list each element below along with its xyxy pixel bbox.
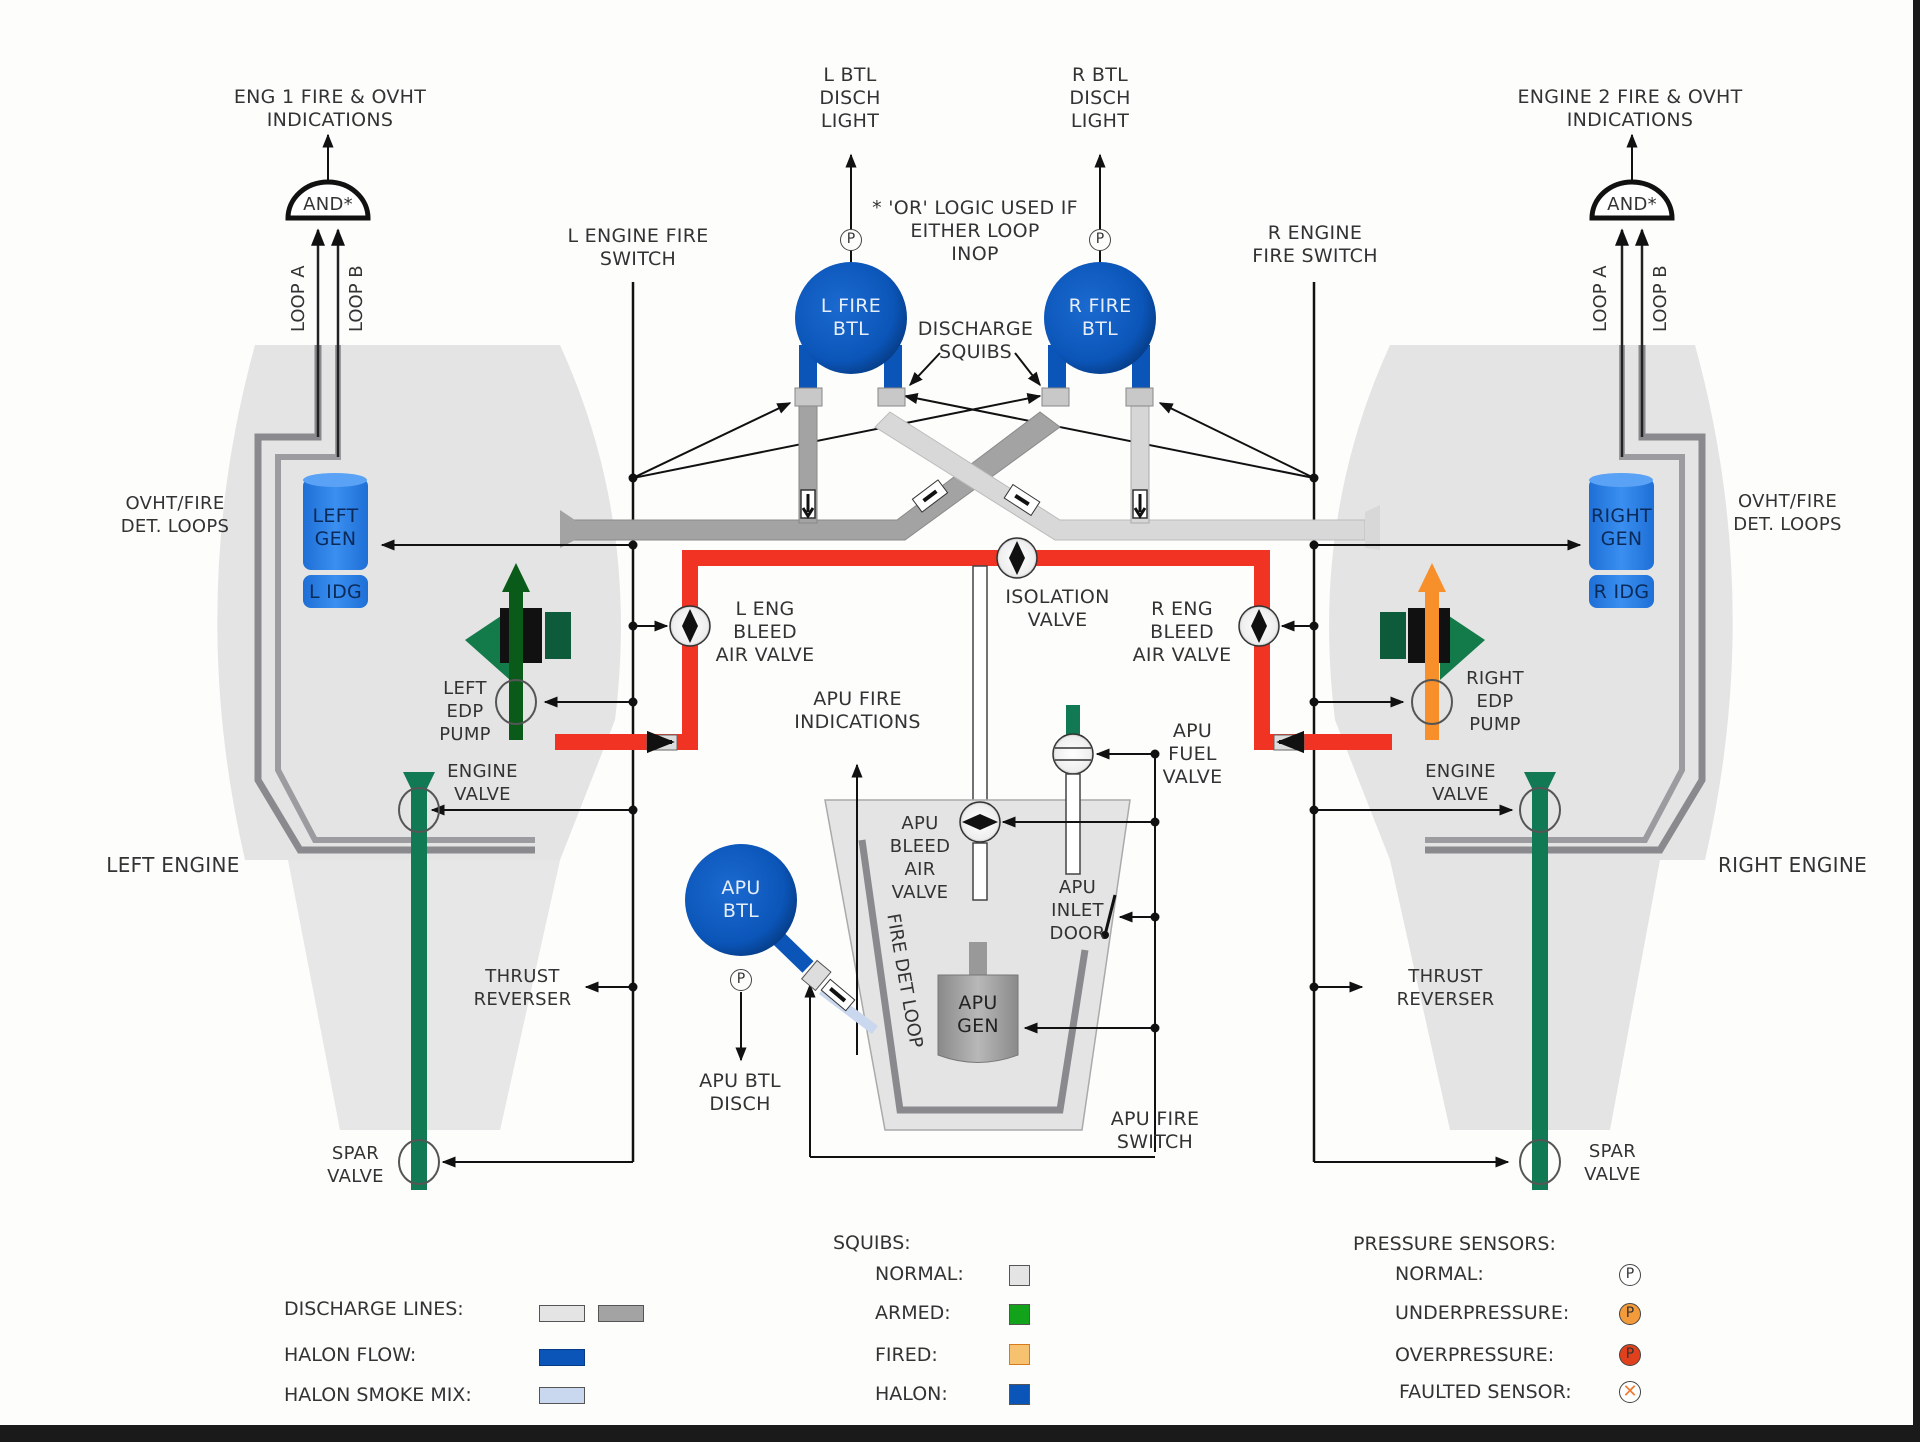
r-idg-label: R IDG: [1593, 581, 1650, 603]
l-btl-disch-light-label: L BTL DISCH LIGHT: [819, 64, 881, 132]
apu-fuel-valve: [1052, 733, 1094, 775]
apu-btl-label: APU BTL: [721, 877, 761, 922]
legend-overpressure-label: OVERPRESSURE:: [1395, 1344, 1555, 1366]
legend-squib-armed-label: ARMED:: [875, 1302, 951, 1324]
apu-btl-disch-label: APU BTL DISCH: [699, 1070, 781, 1115]
left-spar-valve-label: SPAR VALVE: [327, 1143, 384, 1187]
right-fuel-line: [1519, 772, 1561, 1190]
right-gen-icon: [1589, 473, 1654, 608]
left-engine-label: LEFT ENGINE: [106, 853, 240, 877]
left-and-gate: [285, 179, 371, 221]
apu-bleed-valve: [959, 801, 1001, 843]
left-edp-pump-icon: [465, 563, 571, 740]
legend-faulted-sensor-icon: ✕: [1619, 1381, 1641, 1403]
legend-squib-halon-swatch: [1009, 1384, 1030, 1405]
right-loop-b-label: LOOP B: [1650, 265, 1671, 332]
left-det-loops-label: OVHT/FIRE DET. LOOPS: [120, 493, 230, 537]
right-spar-valve-label: SPAR VALVE: [1584, 1141, 1641, 1185]
legend-halon-flow-label: HALON FLOW:: [284, 1344, 417, 1366]
legend-pressure-normal-label: NORMAL:: [1395, 1263, 1484, 1285]
r-bleed-valve-label: R ENG BLEED AIR VALVE: [1132, 598, 1232, 666]
legend-halon-flow-swatch: [539, 1349, 585, 1366]
l-fire-bottle: [795, 262, 907, 374]
right-engine-label: RIGHT ENGINE: [1717, 853, 1868, 877]
apu-fuel-valve-label: APU FUEL VALVE: [1162, 720, 1223, 788]
r-bleed-valve: [1238, 605, 1280, 647]
eng1-indication-label: ENG 1 FIRE & OVHT INDICATIONS: [233, 86, 427, 131]
legend-squibs-title: SQUIBS:: [833, 1232, 911, 1254]
r-btl-disch-light-label: R BTL DISCH LIGHT: [1069, 64, 1131, 132]
r-fire-bottle: [1044, 262, 1156, 374]
squibs: [794, 387, 1154, 407]
right-thrust-reverser-label: THRUST REVERSER: [1396, 966, 1495, 1010]
legend-squib-normal-swatch: [1009, 1265, 1030, 1286]
legend-halon-smoke-label: HALON SMOKE MIX:: [284, 1384, 472, 1406]
right-loop-a-label: LOOP A: [1590, 265, 1611, 332]
left-fuel-line: [398, 772, 440, 1190]
legend-squib-fired-label: FIRED:: [875, 1344, 938, 1366]
l-fire-btl-label: L FIRE BTL: [820, 295, 882, 340]
apu-bleed-valve-label: APU BLEED AIR VALVE: [889, 813, 951, 903]
right-edp-pump-label: RIGHT EDP PUMP: [1466, 668, 1524, 735]
apu-fire-switch-label: APU FIRE SWITCH: [1110, 1108, 1200, 1153]
legend-squib-fired-swatch: [1009, 1344, 1030, 1365]
legend-discharge-line-dark-swatch: [598, 1305, 644, 1322]
left-gen-label: LEFT GEN: [312, 505, 359, 550]
legend-underpressure-icon: P: [1619, 1303, 1641, 1325]
apu-bottle: [685, 844, 797, 956]
legend-halon-smoke-swatch: [539, 1387, 585, 1404]
right-gen-label: RIGHT GEN: [1591, 505, 1652, 550]
r-btl-pressure-sensor: P: [1089, 229, 1111, 251]
l-engine-fire-switch-label: L ENGINE FIRE SWITCH: [567, 225, 709, 270]
legend-squib-halon-label: HALON:: [875, 1383, 948, 1405]
l-bleed-valve: [669, 605, 711, 647]
eng2-indication-label: ENGINE 2 FIRE & OVHT INDICATIONS: [1517, 86, 1743, 131]
l-btl-pressure-sensor: P: [840, 229, 862, 251]
left-loop-a-label: LOOP A: [288, 265, 309, 332]
isolation-valve-label: ISOLATION VALVE: [1005, 586, 1110, 631]
l-idg-label: L IDG: [308, 581, 363, 603]
legend-squib-armed-swatch: [1009, 1304, 1030, 1325]
apu-gen-label: APU GEN: [957, 992, 999, 1037]
r-fire-btl-label: R FIRE BTL: [1068, 295, 1132, 340]
right-engine-valve-label: ENGINE VALVE: [1425, 761, 1496, 805]
apu-fire-indications-label: APU FIRE INDICATIONS: [794, 688, 921, 733]
l-bleed-valve-label: L ENG BLEED AIR VALVE: [715, 598, 815, 666]
right-edp-pump-icon: [1380, 563, 1485, 740]
left-edp-pump-label: LEFT EDP PUMP: [439, 678, 491, 745]
legend-pressure-normal-icon: P: [1619, 1264, 1641, 1286]
legend-faulted-sensor-label: FAULTED SENSOR:: [1399, 1381, 1572, 1403]
legend-overpressure-icon: P: [1619, 1344, 1641, 1366]
legend-pressure-title: PRESSURE SENSORS:: [1353, 1233, 1556, 1255]
apu-btl-pressure-sensor: P: [730, 969, 752, 991]
apu-gen-icon: [937, 974, 1019, 1063]
left-and-gate-label: AND*: [303, 194, 353, 215]
right-and-gate-label: AND*: [1607, 194, 1657, 215]
left-gen-icon: [303, 473, 368, 608]
left-engine-valve-label: ENGINE VALVE: [447, 761, 518, 805]
right-discharge-line: [874, 411, 1366, 541]
apu-fire-det-loop: [858, 839, 1089, 1114]
right-and-gate: [1589, 179, 1675, 221]
legend-underpressure-label: UNDERPRESSURE:: [1395, 1302, 1570, 1324]
or-logic-note: * 'OR' LOGIC USED IF EITHER LOOP INOP: [872, 197, 1078, 265]
isolation-valve: [996, 537, 1038, 579]
discharge-squibs-label: DISCHARGE SQUIBS: [917, 318, 1034, 363]
r-engine-fire-switch-label: R ENGINE FIRE SWITCH: [1252, 222, 1378, 267]
apu-inlet-door-label: APU INLET DOOR: [1049, 877, 1106, 944]
legend-discharge-lines-label: DISCHARGE LINES:: [284, 1298, 464, 1320]
legend-discharge-line-light-swatch: [539, 1305, 585, 1322]
legend-squib-normal-label: NORMAL:: [875, 1263, 964, 1285]
left-thrust-reverser-label: THRUST REVERSER: [473, 966, 572, 1010]
right-det-loops-label: OVHT/FIRE DET. LOOPS: [1733, 491, 1842, 535]
left-loop-b-label: LOOP B: [346, 265, 367, 332]
